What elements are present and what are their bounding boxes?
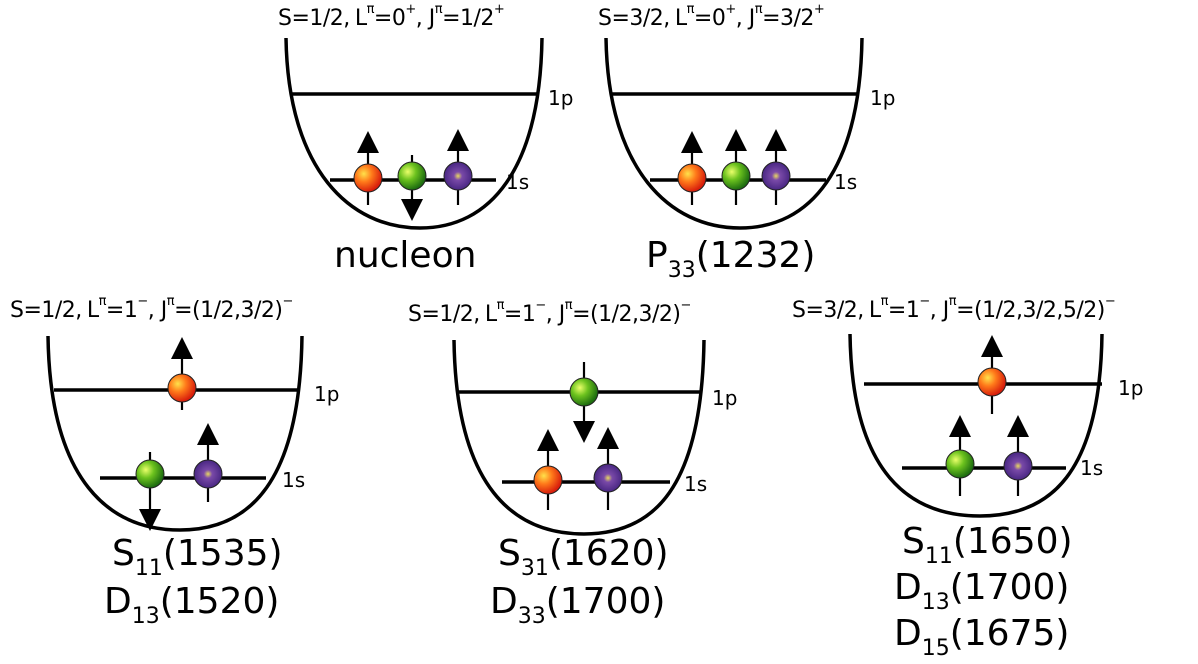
red-quark bbox=[677, 163, 707, 193]
green-quark bbox=[721, 161, 751, 191]
state-label: nucleon bbox=[334, 235, 477, 276]
green-quark bbox=[569, 377, 599, 407]
green-quark bbox=[397, 161, 427, 191]
level-1p-label: 1p bbox=[314, 382, 340, 406]
level-1s-label: 1s bbox=[506, 170, 530, 194]
blue-quark bbox=[593, 463, 623, 493]
potential-well bbox=[452, 339, 706, 536]
blue-quark bbox=[193, 459, 223, 489]
blue-quark bbox=[761, 161, 791, 191]
state-label-2: D13(1700) bbox=[894, 567, 1070, 616]
potential-well bbox=[604, 37, 864, 230]
state-label-2: D33(1700) bbox=[490, 581, 666, 630]
level-1s-label: 1s bbox=[834, 170, 858, 194]
potential-well bbox=[848, 333, 1104, 518]
level-1s-label: 1s bbox=[282, 468, 306, 492]
quantum-numbers: S=1/2,Lπ=0+, Jπ=1/2+ bbox=[278, 2, 505, 31]
red-quark bbox=[353, 163, 383, 193]
quantum-numbers: S=3/2,Lπ=1−, Jπ=(1/2,3/2,5/2)− bbox=[792, 294, 1116, 323]
level-1s-label: 1s bbox=[684, 472, 708, 496]
panel-s11-1650: S=3/2,Lπ=1−, Jπ=(1/2,3/2,5/2)− 1p 1s S11… bbox=[790, 292, 1198, 664]
red-quark bbox=[533, 465, 563, 495]
red-quark bbox=[977, 367, 1007, 397]
level-1p-label: 1p bbox=[712, 386, 738, 410]
level-1p-label: 1p bbox=[548, 86, 574, 110]
quantum-numbers: S=1/2,Lπ=1−, Jπ=(1/2,3/2)− bbox=[408, 298, 691, 327]
level-1s-label: 1s bbox=[1080, 456, 1104, 480]
level-1p-label: 1p bbox=[1118, 376, 1144, 400]
quantum-numbers: S=3/2,Lπ=0+, Jπ=3/2+ bbox=[598, 2, 825, 31]
panel-s11-1535: S=1/2,Lπ=1−, Jπ=(1/2,3/2)− 1p 1s S11(153… bbox=[0, 292, 390, 664]
potential-well bbox=[46, 335, 304, 532]
blue-quark bbox=[443, 161, 473, 191]
level-1p-label: 1p bbox=[870, 86, 896, 110]
state-label-1: S11(1535) bbox=[112, 533, 283, 582]
red-quark bbox=[167, 373, 197, 403]
quantum-numbers: S=1/2,Lπ=1−, Jπ=(1/2,3/2)− bbox=[10, 294, 293, 323]
blue-quark bbox=[1003, 451, 1033, 481]
green-quark bbox=[945, 449, 975, 479]
state-label-1: S11(1650) bbox=[902, 521, 1073, 570]
panel-p33: S=3/2,Lπ=0+, Jπ=3/2+ 1p 1s P33(1232) bbox=[594, 0, 914, 284]
potential-well bbox=[284, 37, 544, 230]
panel-nucleon: S=1/2,Lπ=0+, Jπ=1/2+ 1p 1s nucleon bbox=[270, 0, 590, 280]
state-label: P33(1232) bbox=[646, 235, 816, 284]
state-label-2: D13(1520) bbox=[104, 581, 280, 630]
state-label-3: D15(1675) bbox=[894, 613, 1070, 662]
green-quark bbox=[135, 459, 165, 489]
state-label-1: S31(1620) bbox=[498, 533, 669, 582]
panel-s31-1620: S=1/2,Lπ=1−, Jπ=(1/2,3/2)− 1p 1s S31(162… bbox=[398, 292, 788, 664]
